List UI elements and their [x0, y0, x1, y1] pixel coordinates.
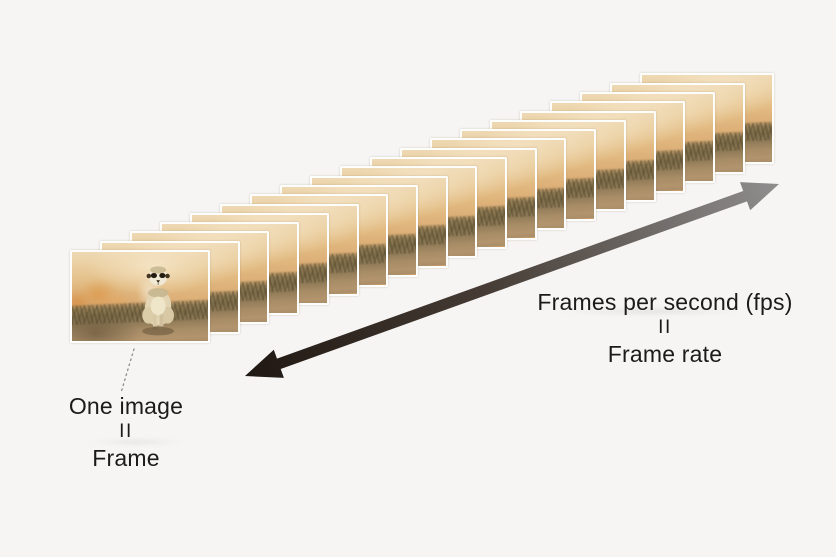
one-image-line1: One image — [68, 393, 184, 419]
one-image-label: One image II Frame — [47, 393, 205, 471]
fps-line2: Frame rate — [607, 341, 723, 367]
meerkat-illustration — [142, 266, 175, 336]
fps-label: Frames per second (fps) II Frame rate — [512, 289, 818, 367]
equals-symbol-one-image: II — [119, 421, 133, 442]
fps-line1: Frames per second (fps) — [537, 289, 793, 315]
artifact-smudge — [86, 439, 188, 445]
video-frame-front — [70, 250, 210, 343]
one-image-line2: Frame — [92, 445, 160, 471]
equals-symbol-fps: II — [658, 317, 672, 338]
leader-dotted-line — [120, 348, 135, 392]
